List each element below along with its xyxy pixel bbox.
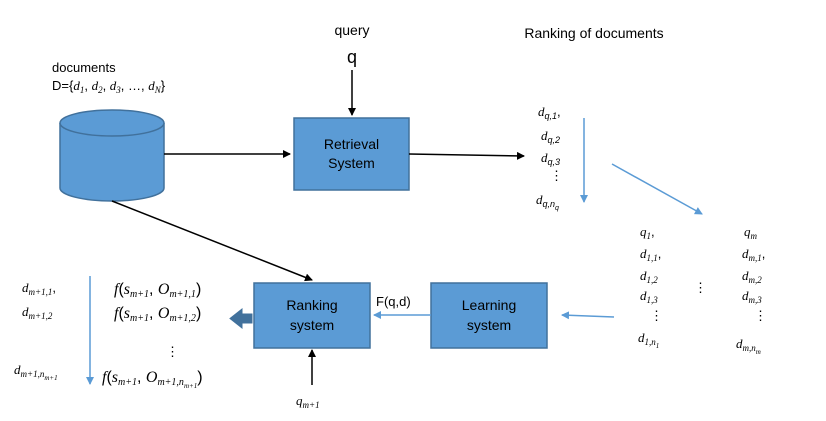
svg-text:f(sm+1, Om+1,nm+1): f(sm+1, Om+1,nm+1) [102,369,203,390]
list-item: dq,3 [541,150,560,167]
training-to-learning-arrow [561,311,615,320]
retrieval-to-list-arrow [408,151,525,160]
list-item: dm+1,1, [22,280,56,297]
list-item: dq,nq [536,192,559,212]
db-to-ranking-arrow [111,200,313,282]
svg-text:System: System [328,155,375,171]
list-item: dm+1,nm+1 [14,362,58,382]
svg-text:⋮: ⋮ [166,344,179,359]
list-to-training-arrow [611,163,703,215]
f-qd-label: F(q,d) [376,294,411,309]
query-label: query [334,22,369,38]
svg-text:⋮: ⋮ [650,308,663,323]
query-var: q [347,47,357,67]
learning-system-box: Learning system [430,282,548,349]
new-query-label: qm+1 [296,393,320,410]
output-docs: dm+1,1, dm+1,2 dm+1,nm+1 [14,280,58,382]
svg-text:q1,: q1, [640,224,655,241]
list-item: dm+1,2 [22,304,53,321]
svg-text:system: system [467,317,511,333]
svg-text:dm,nm: dm,nm [736,336,761,356]
list-item: ⋮ [550,168,563,183]
documents-label: documents [52,60,116,75]
svg-text:d1,1,: d1,1, [640,246,661,263]
svg-text:d1,n1: d1,n1 [638,330,659,350]
ranking-system-label: Ranking [286,297,337,313]
ranked-list: dq,1, dq,2 dq,3 ⋮ dq,nq [536,104,563,212]
learning-system-label: Learning [462,297,517,313]
svg-text:system: system [290,317,334,333]
svg-text:⋮: ⋮ [754,308,767,323]
retrieval-system-box: Retrieval System [293,117,410,191]
list-item: dq,2 [541,128,560,145]
training-set-q1: q1, d1,1, d1,2 d1,3 ⋮ d1,n1 [638,224,663,350]
svg-text:d1,2: d1,2 [640,268,658,285]
retrieval-system-label: Retrieval [324,136,379,152]
output-scores: f(sm+1, Om+1,1) f(sm+1, Om+1,2) ⋮ f(sm+1… [102,281,203,390]
training-dots: ⋮ [694,280,707,295]
ranking-system-box: Ranking system [253,282,371,349]
list-item: dq,1, [538,104,561,121]
svg-text:dm,2: dm,2 [742,268,762,285]
documents-set: D={d1, d2, d3, …, dN} [52,78,166,95]
svg-text:dm,3: dm,3 [742,288,762,305]
svg-text:f(sm+1, Om+1,1): f(sm+1, Om+1,1) [114,281,201,300]
svg-text:f(sm+1, Om+1,2): f(sm+1, Om+1,2) [114,305,201,324]
output-arrow [229,307,253,330]
svg-text:d1,3: d1,3 [640,288,658,305]
svg-text:dm,1,: dm,1, [742,246,765,263]
database-icon [59,109,165,202]
svg-text:qm: qm [744,224,758,241]
ranking-title: Ranking of documents [524,25,663,41]
training-set-qm: qm dm,1, dm,2 dm,3 ⋮ dm,nm [736,224,767,356]
